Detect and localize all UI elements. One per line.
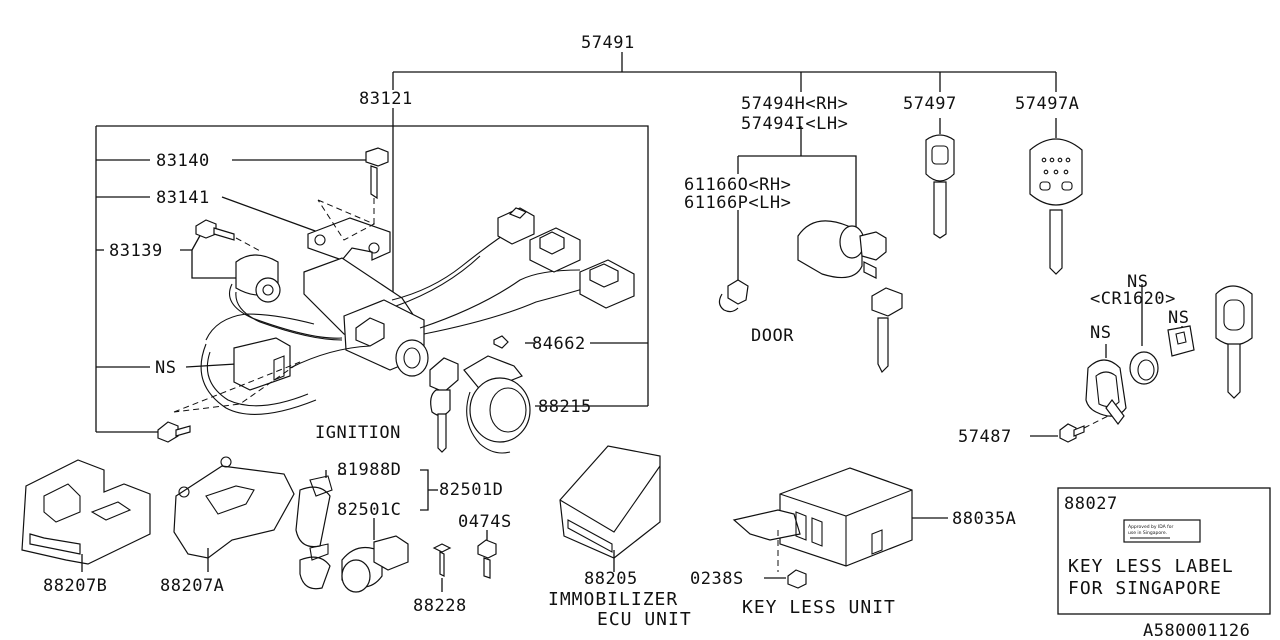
- label-ns-small: NS: [1168, 308, 1189, 328]
- label-57494h: 57494H<RH>: [741, 94, 848, 114]
- label-61166p: 61166P<LH>: [684, 193, 791, 213]
- label-key-less-unit: KEY LESS UNIT: [742, 597, 896, 618]
- label-88035a: 88035A: [952, 509, 1016, 529]
- label-57497a: 57497A: [1015, 94, 1079, 114]
- ignition-frame: [95, 108, 649, 433]
- label-83141: 83141: [156, 188, 210, 208]
- bottom-leaders: [420, 469, 438, 511]
- label-82501d: 82501D: [439, 480, 503, 500]
- label-sticker-line2: use in Singapore.: [1128, 530, 1167, 536]
- key-57497-drawing: [925, 118, 955, 239]
- part-labels: 57491 83121 57494H<RH> 57494I<LH> 57497 …: [43, 33, 1250, 640]
- label-81988d: 81988D: [337, 460, 401, 480]
- label-0474s: 0474S: [458, 512, 512, 532]
- label-ns-case: NS: [1090, 323, 1111, 343]
- keyless-unit-drawing: [732, 467, 948, 589]
- label-57494i: 57494I<LH>: [741, 114, 848, 134]
- ignition-assembly-drawing: [157, 147, 635, 454]
- label-for-singapore: FOR SINGAPORE: [1068, 578, 1222, 599]
- label-61166o: 61166O<RH>: [684, 175, 791, 195]
- bracket-88207a-drawing: [173, 456, 295, 572]
- label-door: DOOR: [751, 326, 794, 346]
- label-0238s: 0238S: [690, 569, 744, 589]
- label-88215: 88215: [538, 397, 592, 417]
- label-83121: 83121: [359, 89, 413, 109]
- switch-81988d-drawing: [295, 470, 409, 593]
- key-57497a-drawing: [1029, 118, 1083, 275]
- screws-bottom-drawing: [432, 530, 497, 592]
- diagram-id: A580001126: [1143, 621, 1250, 640]
- label-88027-box: Approved by IDA for use in Singapore.: [1057, 487, 1271, 615]
- label-88228: 88228: [413, 596, 467, 616]
- label-ns-cr1620: NS: [1127, 272, 1148, 292]
- label-cr1620: <CR1620>: [1090, 289, 1176, 309]
- label-57487: 57487: [958, 427, 1012, 447]
- door-lock-drawing: [718, 126, 903, 374]
- label-57497: 57497: [903, 94, 957, 114]
- label-82501c: 82501C: [337, 500, 401, 520]
- label-immobilizer: IMMOBILIZER: [548, 589, 678, 610]
- label-57491: 57491: [581, 33, 635, 53]
- label-88207b: 88207B: [43, 576, 107, 596]
- label-88207a: 88207A: [160, 576, 224, 596]
- label-ecu-unit: ECU UNIT: [597, 609, 692, 630]
- bracket-88207b-drawing: [21, 459, 151, 572]
- label-sticker-line1: Approved by IDA for: [1128, 524, 1174, 530]
- label-key-less-label: KEY LESS LABEL: [1068, 556, 1234, 577]
- label-88205: 88205: [584, 569, 638, 589]
- label-ignition: IGNITION: [315, 423, 401, 443]
- label-ns-ignition: NS: [155, 358, 176, 378]
- ecu-88205-drawing: [559, 445, 661, 572]
- label-88027: 88027: [1064, 494, 1118, 514]
- key-case-drawing: [1030, 284, 1253, 443]
- label-83140: 83140: [156, 151, 210, 171]
- label-83139: 83139: [109, 241, 163, 261]
- label-84662: 84662: [532, 334, 586, 354]
- tree-57491: [392, 52, 1057, 92]
